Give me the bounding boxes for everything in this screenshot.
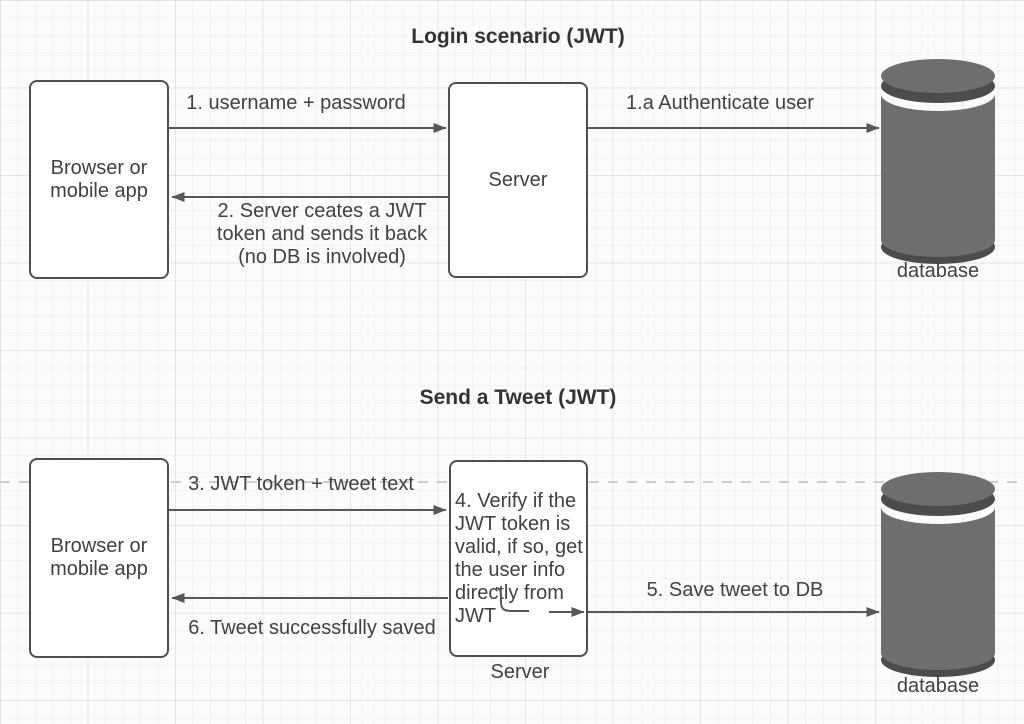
label-arrow-6: 6. Tweet successfully saved: [188, 617, 436, 639]
label-arrow-1: 1. username + password: [186, 92, 406, 114]
label-arrow-1a: 1.a Authenticate user: [626, 92, 814, 114]
browser-box-login: Browser or mobile app: [29, 80, 169, 279]
server-label-tweet: Server: [490, 661, 550, 683]
title-send-a-tweet: Send a Tweet (JWT): [419, 386, 617, 409]
server-box-tweet-text: 4. Verify if the JWT token is valid, if …: [455, 489, 583, 627]
browser-box-login-label: Browser or mobile app: [50, 156, 148, 202]
server-box-tweet: 4. Verify if the JWT token is valid, if …: [449, 460, 588, 657]
server-box-login-label: Server: [488, 168, 548, 191]
server-box-login: Server: [448, 82, 588, 278]
label-arrow-3: 3. JWT token + tweet text: [188, 473, 414, 495]
label-arrow-2: 2. Server ceates a JWT token and sends i…: [216, 200, 428, 268]
label-arrow-5: 5. Save tweet to DB: [646, 579, 824, 601]
database-label-tweet: database: [896, 675, 980, 697]
browser-box-tweet-label: Browser or mobile app: [50, 535, 148, 580]
browser-box-tweet: Browser or mobile app: [29, 458, 169, 658]
title-login-scenario: Login scenario (JWT): [411, 25, 625, 48]
database-label-login: database: [896, 260, 980, 282]
